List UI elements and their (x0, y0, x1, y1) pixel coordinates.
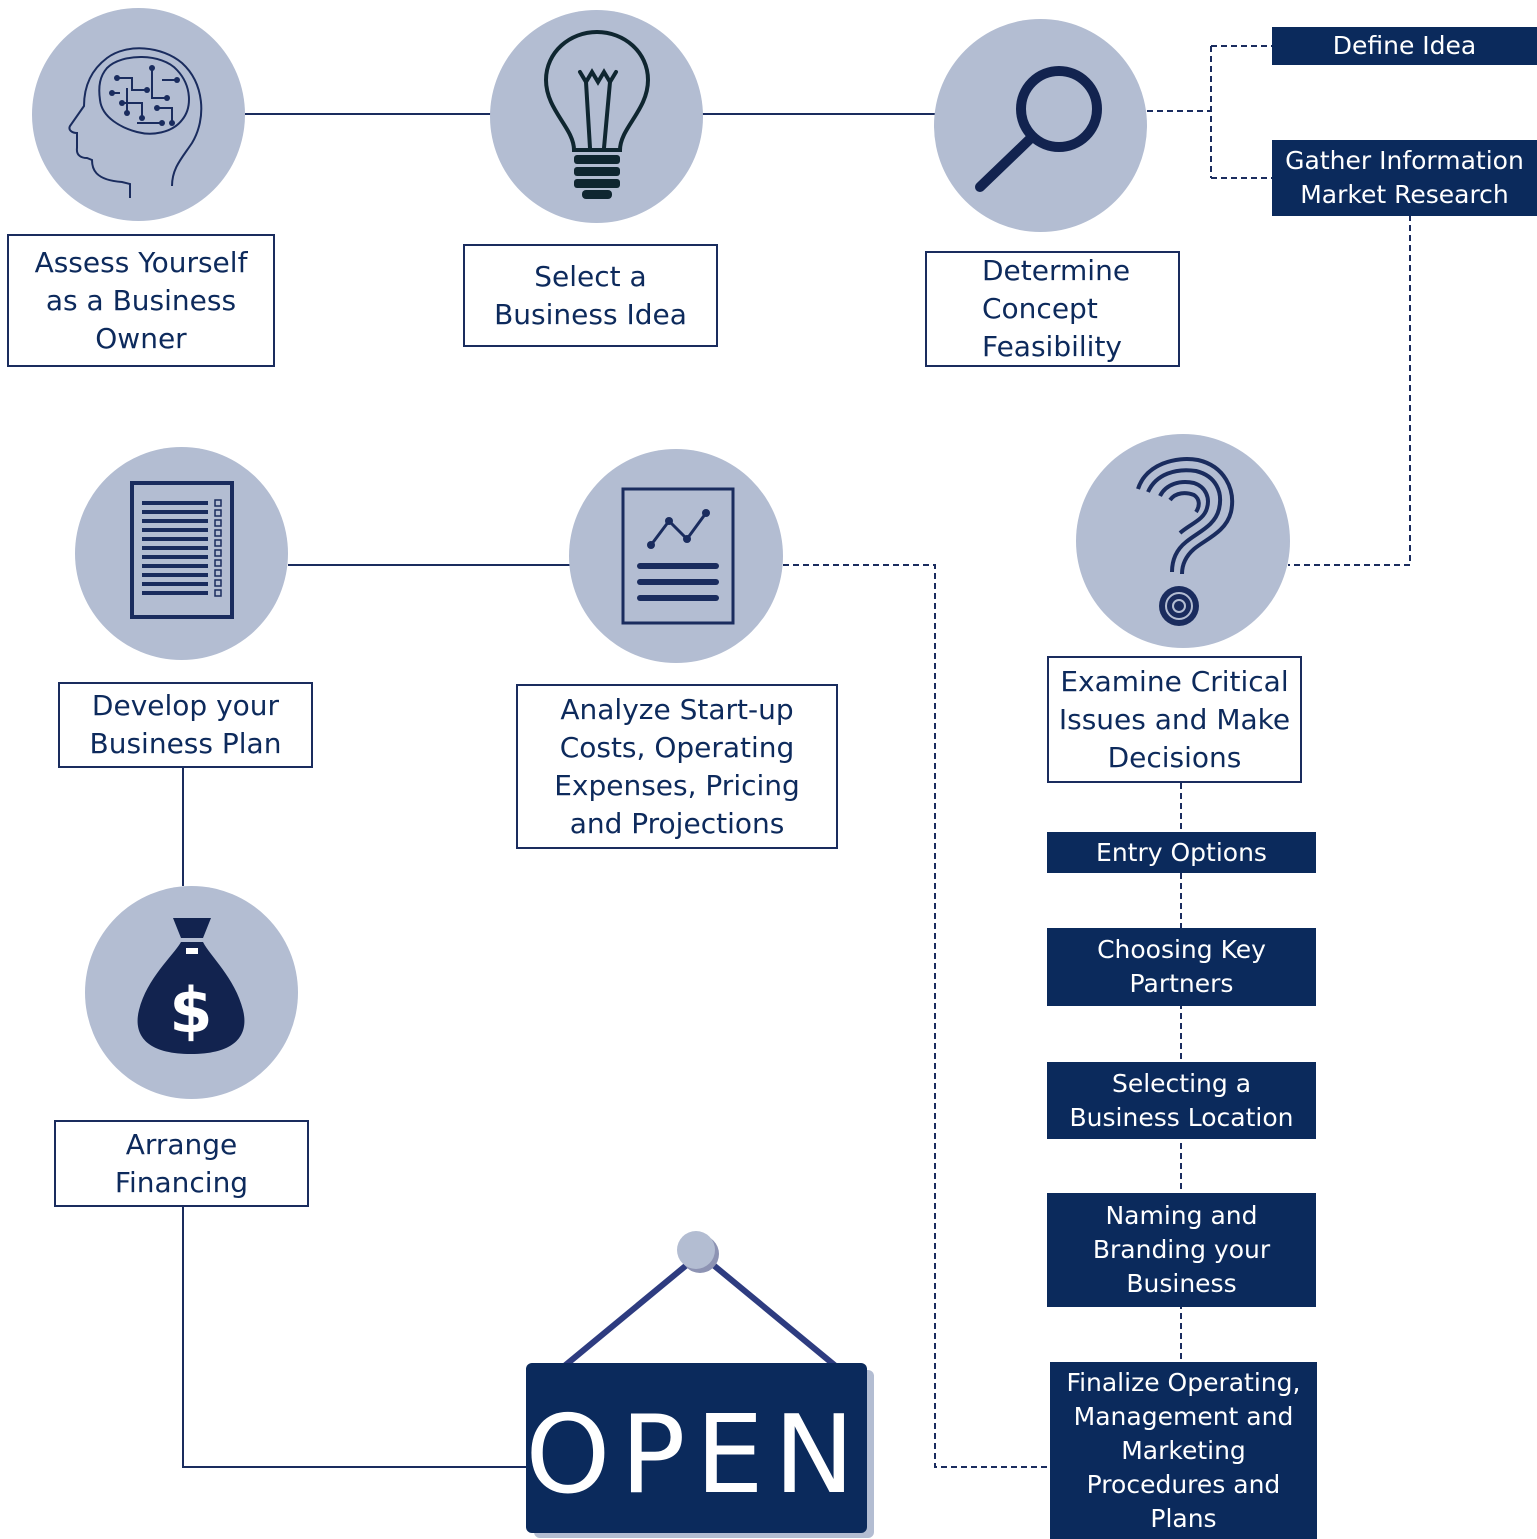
key-partners-box: Choosing Key Partners (1047, 928, 1316, 1006)
define-idea-box: Define Idea (1272, 27, 1537, 65)
financing-circle: $ (85, 886, 298, 1099)
analyze-circle (569, 449, 783, 663)
select-idea-label: Select a Business Idea (463, 244, 718, 347)
assess-circle (32, 8, 245, 221)
examine-label: Examine Critical Issues and Make Decisio… (1047, 656, 1302, 783)
magnifier-icon (975, 66, 1102, 192)
document-checklist-icon (130, 481, 234, 619)
financing-label: Arrange Financing (54, 1120, 309, 1207)
naming-box: Naming and Branding your Business (1047, 1193, 1316, 1307)
open-sign-text: OPEN (525, 1392, 865, 1518)
question-mark-icon (1136, 457, 1235, 626)
develop-plan-label: Develop your Business Plan (58, 682, 313, 768)
feasibility-circle (934, 19, 1147, 232)
brain-head-icon (68, 47, 203, 198)
entry-options-box: Entry Options (1047, 832, 1316, 873)
open-sign-icon (526, 1231, 874, 1538)
money-bag-icon: $ (137, 918, 245, 1054)
location-box: Selecting a Business Location (1047, 1062, 1316, 1139)
feasibility-label: Determine Concept Feasibility (925, 251, 1180, 367)
assess-label: Assess Yourself as a Business Owner (7, 234, 275, 367)
svg-text:$: $ (169, 974, 212, 1047)
gather-info-box: Gather Information Market Research (1272, 140, 1537, 216)
analyze-label: Analyze Start-up Costs, Operating Expens… (516, 684, 838, 849)
select-idea-circle (490, 10, 703, 223)
develop-plan-circle (75, 447, 288, 660)
chart-report-icon (621, 487, 735, 625)
finalize-box: Finalize Operating, Management and Marke… (1050, 1362, 1317, 1539)
lightbulb-icon (543, 29, 651, 199)
examine-circle (1076, 434, 1290, 648)
